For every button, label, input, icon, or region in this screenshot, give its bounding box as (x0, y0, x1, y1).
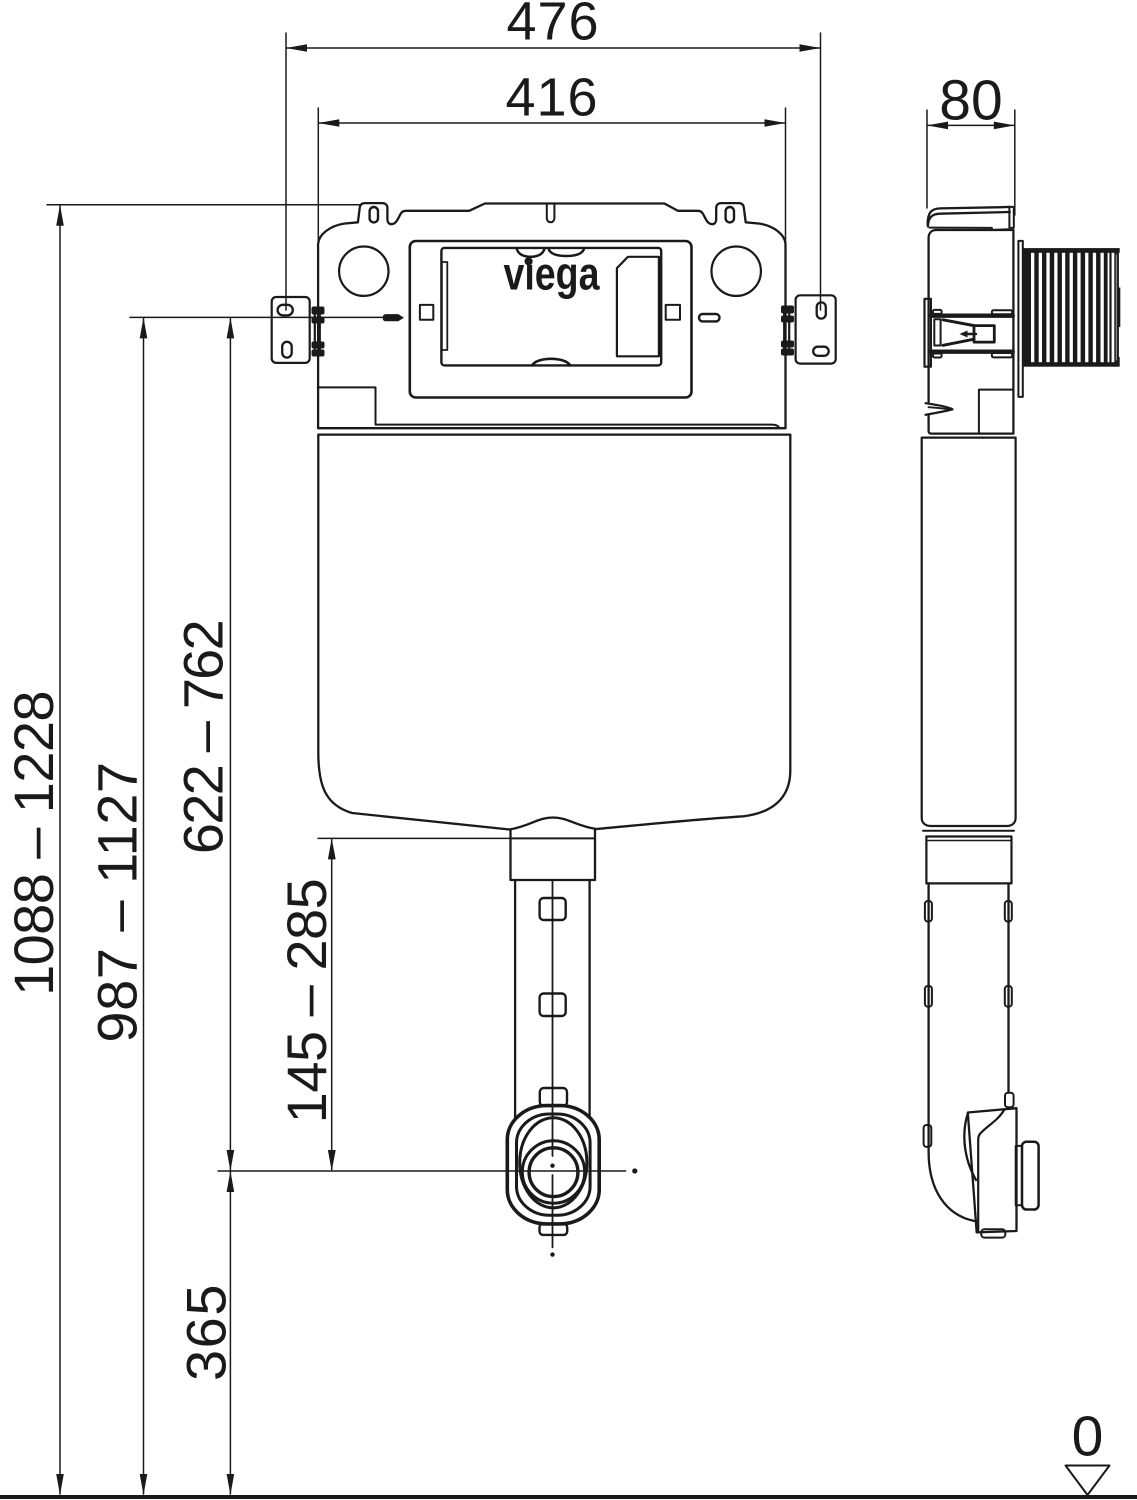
svg-text:80: 80 (939, 69, 1002, 133)
svg-text:987 – 1127: 987 – 1127 (86, 761, 149, 1042)
svg-text:0: 0 (1072, 1405, 1104, 1469)
svg-text:1088 – 1228: 1088 – 1228 (2, 691, 65, 996)
svg-text:vıega: vıega (504, 248, 600, 300)
svg-text:365: 365 (175, 1283, 238, 1381)
svg-text:145 – 285: 145 – 285 (275, 879, 338, 1124)
svg-text:622 – 762: 622 – 762 (172, 621, 235, 854)
svg-text:476: 476 (506, 0, 599, 52)
svg-text:416: 416 (505, 68, 598, 128)
